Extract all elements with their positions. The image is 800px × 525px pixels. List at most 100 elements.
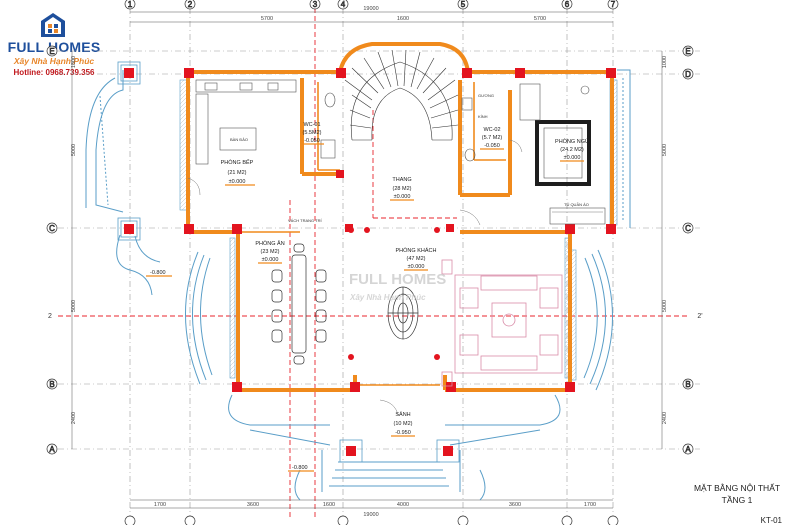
watermark-line2: Xây Nhà Hạnh Phúc xyxy=(349,293,426,302)
spiral-staircase xyxy=(344,49,459,141)
level-marks: -0.800 -0.800 xyxy=(146,270,314,472)
room-area: (47 M2) xyxy=(407,256,426,262)
room-level: ±0.000 xyxy=(229,179,246,185)
grid-bubble-left-B: B xyxy=(46,378,58,390)
grid-bubble-top-2: 2 xyxy=(184,0,196,9)
grid-bubble-left-A: A xyxy=(46,443,58,455)
room-area: (24.2 M2) xyxy=(560,147,584,153)
grid-bubble-right-2: 2' xyxy=(697,313,702,320)
grid-label: 4 xyxy=(341,0,346,9)
grid-label: C xyxy=(49,224,55,233)
grid-label: 2 xyxy=(188,0,193,9)
grid-label: B xyxy=(49,380,54,389)
grid-bubble-right-E: E xyxy=(682,45,694,57)
room-name: WC-02 xyxy=(483,127,500,133)
label-guong: GƯƠNG xyxy=(478,93,494,98)
grid-bubble-top-7: 7 xyxy=(607,0,619,9)
grid-bubble-top-4: 4 xyxy=(337,0,349,9)
red-axis-lines xyxy=(58,8,690,520)
grid-label: A xyxy=(685,445,691,454)
room-label-wc2: WC-02 (5.7 M2) -0.050 xyxy=(480,127,504,150)
grid-label: E xyxy=(49,47,54,56)
dim-bottom-part: 1600 xyxy=(323,502,335,508)
room-area: (5.7 M2) xyxy=(482,135,503,141)
dim-top-part: 5700 xyxy=(261,16,273,22)
room-area: (23 M2) xyxy=(261,249,280,255)
room-label-sanh: SẢNH (10 M2) -0.950 xyxy=(391,411,415,437)
drawing-title-line1: MẶT BẰNG NỘI THẤT xyxy=(693,483,781,493)
room-level: ±0.000 xyxy=(408,264,425,270)
grid-label: E xyxy=(685,47,690,56)
room-name: THANG xyxy=(392,177,411,183)
dimension-lines xyxy=(71,11,663,509)
room-label-wc1: WC-01 (5.5M2) -0.050 xyxy=(300,122,324,145)
room-name: WC-01 xyxy=(303,122,320,128)
grid-bubble-bottom-4 xyxy=(337,515,349,525)
grid-bubble-bottom-7 xyxy=(607,515,619,525)
drawing-title: MẶT BẰNG NỘI THẤT TẦNG 1 xyxy=(682,482,792,506)
brand-tagline: Xây Nhà Hạnh Phúc xyxy=(13,56,95,66)
label-kinh: KÍNH xyxy=(478,114,488,119)
grid-bubble-right-C: C xyxy=(682,222,694,234)
grid-label: D xyxy=(685,70,691,79)
room-area: (5.5M2) xyxy=(303,130,322,136)
dim-top-part: 1600 xyxy=(397,16,409,22)
label-tu-quan-ao: TỦ QUẦN ÁO xyxy=(564,202,589,207)
level-mark-front: -0.800 xyxy=(292,465,308,471)
terrace-outlines xyxy=(85,69,631,501)
grid-bubble-right-A: A xyxy=(682,443,694,455)
grid-bubble-bottom-2 xyxy=(184,515,196,525)
bedroom-furniture xyxy=(519,83,606,225)
room-label-an: PHÒNG ĂN (23 M2) ±0.000 xyxy=(255,240,285,264)
dim-bottom-total: 19000 xyxy=(363,512,378,518)
grid-bubble-bottom-6 xyxy=(561,515,573,525)
room-name: SẢNH xyxy=(395,411,410,418)
room-level: ±0.000 xyxy=(394,194,411,200)
pillar-pedestals xyxy=(117,61,460,463)
grid-bubble-top-5: 5 xyxy=(457,0,469,9)
room-label-thang: THANG (28 M2) ±0.000 xyxy=(390,177,414,201)
dim-left-part: 5000 xyxy=(71,144,77,156)
misc-labels: BÀN ĐẢO VÁCH TRANG TRÍ TỦ QUẦN ÁO GƯƠNG … xyxy=(230,93,589,223)
hotline-text: Hotline: 0968.739.356 xyxy=(13,68,95,77)
room-name: PHÒNG BẾP xyxy=(221,159,254,166)
dim-bottom-part: 1700 xyxy=(154,502,166,508)
walls xyxy=(186,42,614,392)
watermark: FULL HOMES Xây Nhà Hạnh Phúc xyxy=(349,271,446,302)
grid-bubbles: 1 2 3 4 5 6 7 E C 2 B A E D C 2' B A xyxy=(46,0,703,525)
grid-bubble-right-D: D xyxy=(682,68,694,80)
dining-set xyxy=(271,243,327,365)
drawing-title-line2: TẦNG 1 xyxy=(721,495,753,505)
room-name: PHÒNG NGỦ xyxy=(555,138,589,145)
grid-bubble-right-B: B xyxy=(682,378,694,390)
grid-label: A xyxy=(49,445,55,454)
grid-label: 1 xyxy=(128,0,133,9)
room-level: -0.050 xyxy=(484,143,500,149)
dim-bottom-part: 3600 xyxy=(509,502,521,508)
floor-medallion xyxy=(387,286,419,340)
dim-right-part: 1000 xyxy=(662,56,668,68)
dim-top-part: 5700 xyxy=(534,16,546,22)
grid-bubble-bottom-5 xyxy=(457,515,469,525)
grid-label: 2' xyxy=(697,313,702,320)
wc-fixtures xyxy=(320,92,476,162)
grid-bubble-left-E: E xyxy=(46,45,58,57)
label-vach-trang-tri: VÁCH TRANG TRÍ xyxy=(288,218,323,223)
label-ban-dao: BÀN ĐẢO xyxy=(230,137,248,142)
room-name: PHÒNG KHÁCH xyxy=(396,247,437,254)
dim-left-part: 5000 xyxy=(71,300,77,312)
dim-right-part: 5000 xyxy=(662,300,668,312)
level-mark-left: -0.800 xyxy=(150,270,166,276)
room-level: -0.050 xyxy=(304,138,320,144)
room-level: ±0.000 xyxy=(262,257,279,263)
room-label-ngu: PHÒNG NGỦ (24.2 M2) ±0.000 xyxy=(555,138,589,162)
room-label-bep: PHÒNG BẾP (21 M2) ±0.000 xyxy=(221,159,255,186)
grid-label: 2 xyxy=(48,313,52,320)
room-label-khach: PHÒNG KHÁCH (47 M2) ±0.000 xyxy=(396,247,437,271)
dim-bottom-part: 4000 xyxy=(397,502,409,508)
grid-bubble-top-6: 6 xyxy=(561,0,573,9)
room-level: ±0.000 xyxy=(564,155,581,161)
dim-bottom-part: 3600 xyxy=(247,502,259,508)
dim-bottom-part: 1700 xyxy=(584,502,596,508)
room-area: (21 M2) xyxy=(228,170,247,176)
